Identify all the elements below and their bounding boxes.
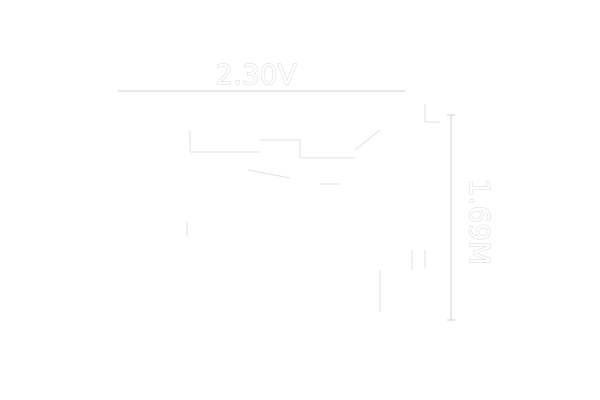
vertical-dimension-label: 1.69M: [463, 179, 496, 266]
ghost-outline: [186, 104, 440, 312]
horizontal-dimension-label: 2.30V: [215, 58, 297, 91]
vertical-dimension-line: [447, 114, 455, 321]
